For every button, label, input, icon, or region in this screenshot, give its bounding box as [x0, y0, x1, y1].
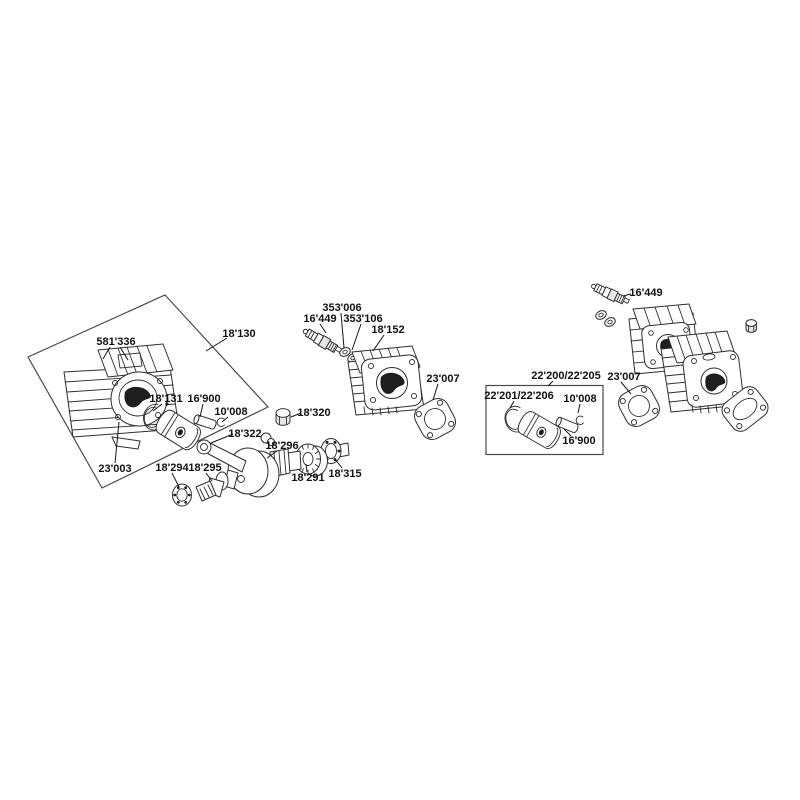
nut-drawing-right [745, 319, 757, 333]
label-18130: 18'130 [222, 328, 255, 340]
label-23003: 23'003 [98, 463, 131, 475]
part-number-labels: 581'336 18'130 18'131 16'900 10'008 18'3… [96, 287, 662, 484]
gasket-drawing-mid [414, 398, 456, 440]
label-23007-mid: 23'007 [426, 373, 459, 385]
circlip-drawing-kit [575, 415, 584, 425]
shaft-end-drawing [195, 480, 217, 502]
label-18296: 18'296 [265, 440, 298, 452]
cylinder-drawing-mid [347, 345, 425, 416]
kit-frame-outline [27, 294, 269, 489]
spark-plug-drawing-mid [302, 328, 343, 353]
label-18315: 18'315 [328, 468, 361, 480]
label-23007-right: 23'007 [607, 371, 640, 383]
bearing-18294-drawing [172, 483, 192, 507]
label-16900-left: 16'900 [187, 393, 220, 405]
label-18295: 18'295 [188, 462, 221, 474]
connecting-rod-drawing [196, 439, 247, 473]
plug-washers-drawing-mid [339, 347, 359, 363]
gear-drawing [295, 443, 328, 477]
label-18152: 18'152 [371, 324, 404, 336]
label-16449-mid: 16'449 [303, 313, 336, 325]
label-581336: 581'336 [96, 336, 135, 348]
label-18294: 18'294 [155, 462, 189, 474]
label-18322: 18'322 [228, 428, 261, 440]
cylinder-drawing-left [63, 343, 180, 450]
plug-washers-drawing-right [595, 310, 616, 327]
gasket-drawing-far-right [721, 386, 769, 432]
piston-drawing-left [155, 409, 201, 451]
spark-plug-drawing-right [591, 283, 630, 305]
label-10008-left: 10'008 [214, 406, 247, 418]
label-353106: 353'106 [343, 313, 382, 325]
circlip-drawing-left [216, 417, 225, 427]
cylinder-drawing-right-front [660, 330, 744, 414]
piston-kit-box-outline [485, 384, 604, 456]
leader-lines [102, 293, 632, 488]
gudgeon-pin-drawing-kit [555, 416, 579, 434]
label-16900-right: 16'900 [562, 435, 595, 447]
crankshaft-drawing [172, 432, 350, 507]
label-18291: 18'291 [291, 472, 324, 484]
label-18320: 18'320 [297, 407, 330, 419]
label-18131: 18'131 [149, 393, 182, 405]
label-22200-22205: 22'200/22'205 [531, 370, 600, 382]
gudgeon-pin-drawing-left [193, 414, 217, 430]
piston-drawing-kit [517, 411, 561, 450]
gasket-drawing-right [618, 385, 660, 427]
label-353006: 353'006 [322, 302, 361, 314]
label-22201-22206: 22'201/22'206 [484, 390, 553, 402]
label-10008-right: 10'008 [563, 393, 596, 405]
label-16449-right: 16'449 [629, 287, 662, 299]
nut-drawing [275, 408, 291, 426]
